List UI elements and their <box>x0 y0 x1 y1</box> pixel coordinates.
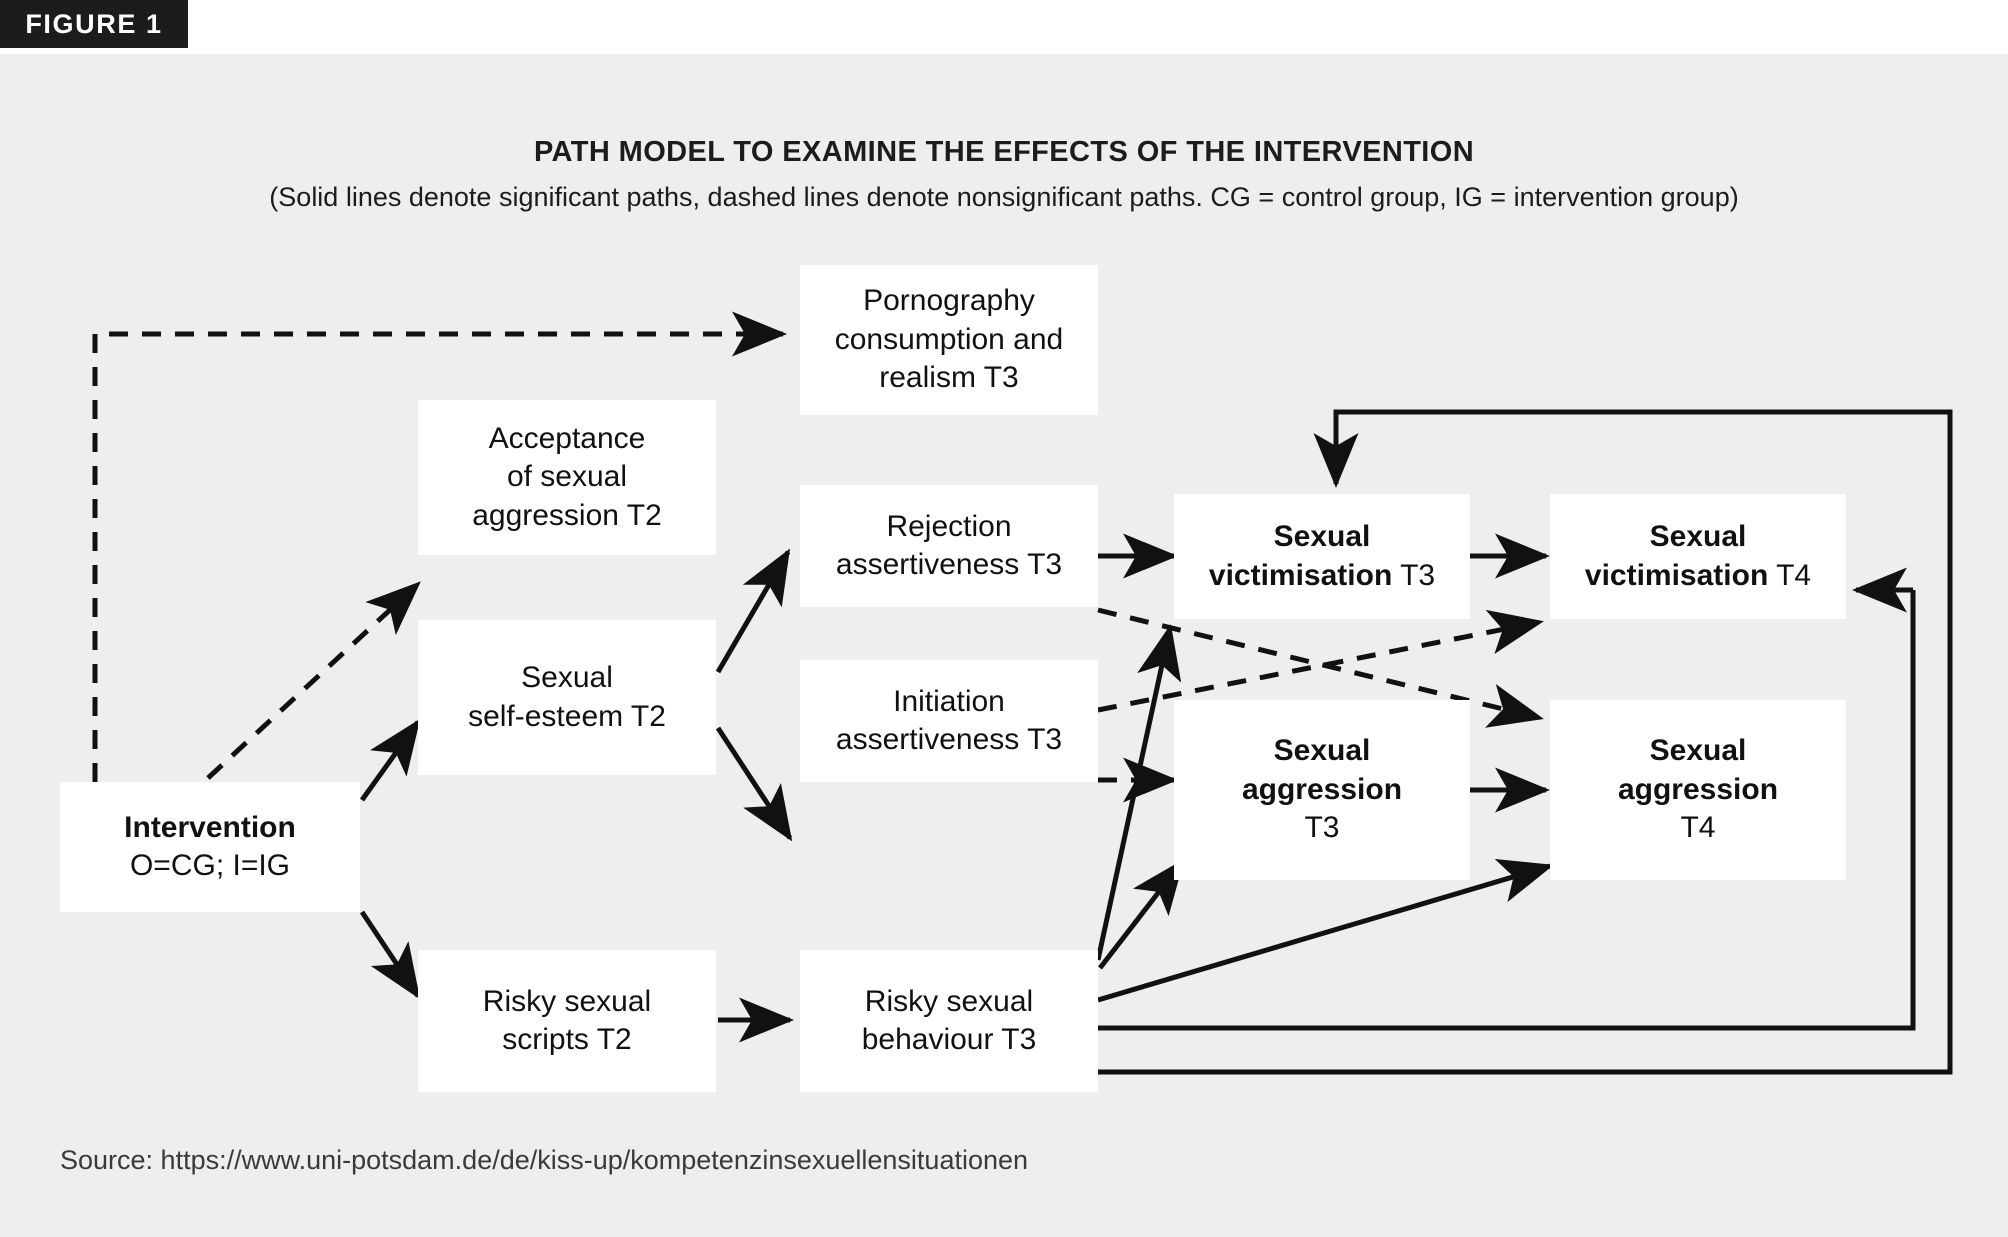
node-acceptance-of-sexual-aggression-t2[interactable]: Acceptance of sexual aggression T2 <box>418 400 716 555</box>
node-initiation-assertiveness-t3[interactable]: Initiation assertiveness T3 <box>800 660 1098 782</box>
node-sexual-victimisation-t3[interactable]: Sexual victimisation T3 <box>1174 494 1470 619</box>
source-caption: Source: https://www.uni-potsdam.de/de/ki… <box>60 1145 1029 1175</box>
node-pornography-line3: realism T3 <box>879 361 1019 395</box>
node-risky-scripts-line1: Risky sexual <box>482 984 652 1018</box>
node-victim-t3-line1: Sexual <box>1273 520 1371 554</box>
node-sexual-self-esteem-t2[interactable]: Sexual self-esteem T2 <box>418 620 716 775</box>
node-acceptance-line1: Acceptance <box>488 421 646 455</box>
node-initiation-line1: Initiation <box>893 684 1005 718</box>
node-rejection-assertiveness-t3[interactable]: Rejection assertiveness T3 <box>800 485 1098 607</box>
figure-subtitle: (Solid lines denote significant paths, d… <box>269 182 1739 212</box>
node-initiation-line2: assertiveness T3 <box>835 723 1063 756</box>
node-victim-t4-line2: victimisation <box>1584 558 1769 592</box>
node-risky-scripts-line2: scripts T2 <box>502 1023 632 1056</box>
node-sexual-aggression-t4[interactable]: Sexual aggression T4 <box>1550 700 1846 880</box>
node-aggression-t4-line2: aggression <box>1617 772 1779 806</box>
node-pornography-line2: consumption and <box>834 322 1064 356</box>
node-pornography-consumption-and-realism-t3[interactable]: Pornography consumption and realism T3 <box>800 265 1098 415</box>
node-aggression-t3-line3: T3 <box>1304 811 1340 845</box>
node-aggression-t3-line2: aggression <box>1241 772 1403 806</box>
node-sexual-aggression-t3[interactable]: Sexual aggression T3 <box>1174 700 1470 880</box>
node-sexual-victimisation-t4[interactable]: Sexual victimisation T4 <box>1550 494 1846 619</box>
node-risky-sexual-scripts-t2[interactable]: Risky sexual scripts T2 <box>418 950 716 1092</box>
node-risky-behaviour-line1: Risky sexual <box>864 984 1034 1018</box>
node-rejection-line1: Rejection <box>886 509 1012 543</box>
node-intervention-line2: O=CG; I=IG <box>129 849 291 882</box>
node-self-esteem-line1: Sexual <box>521 661 613 695</box>
node-pornography-line1: Pornography <box>863 284 1035 318</box>
node-aggression-t4-line3: T4 <box>1680 811 1716 845</box>
node-intervention[interactable]: Intervention O=CG; I=IG <box>60 782 360 912</box>
node-victim-t3-line3: T3 <box>1400 558 1436 592</box>
page-title: PATH MODEL TO EXAMINE THE EFFECTS OF THE… <box>533 136 1475 168</box>
figure-number-tag: FIGURE 1 <box>0 0 188 48</box>
node-victim-t4-line1: Sexual <box>1649 520 1747 554</box>
node-risky-sexual-behaviour-t3[interactable]: Risky sexual behaviour T3 <box>800 950 1098 1092</box>
node-victim-t4-line3: T4 <box>1776 558 1812 592</box>
node-acceptance-line3: aggression T2 <box>472 498 662 532</box>
node-aggression-t4-line1: Sexual <box>1649 734 1747 768</box>
node-acceptance-line2: of sexual <box>506 460 628 494</box>
node-intervention-line1: Intervention <box>124 810 296 844</box>
node-victim-t3-line2: victimisation <box>1208 558 1393 592</box>
node-self-esteem-line2: self-esteem T2 <box>468 699 666 733</box>
node-aggression-t3-line1: Sexual <box>1273 734 1371 768</box>
node-risky-behaviour-line2: behaviour T3 <box>861 1023 1037 1056</box>
node-rejection-line2: assertiveness T3 <box>835 548 1063 581</box>
